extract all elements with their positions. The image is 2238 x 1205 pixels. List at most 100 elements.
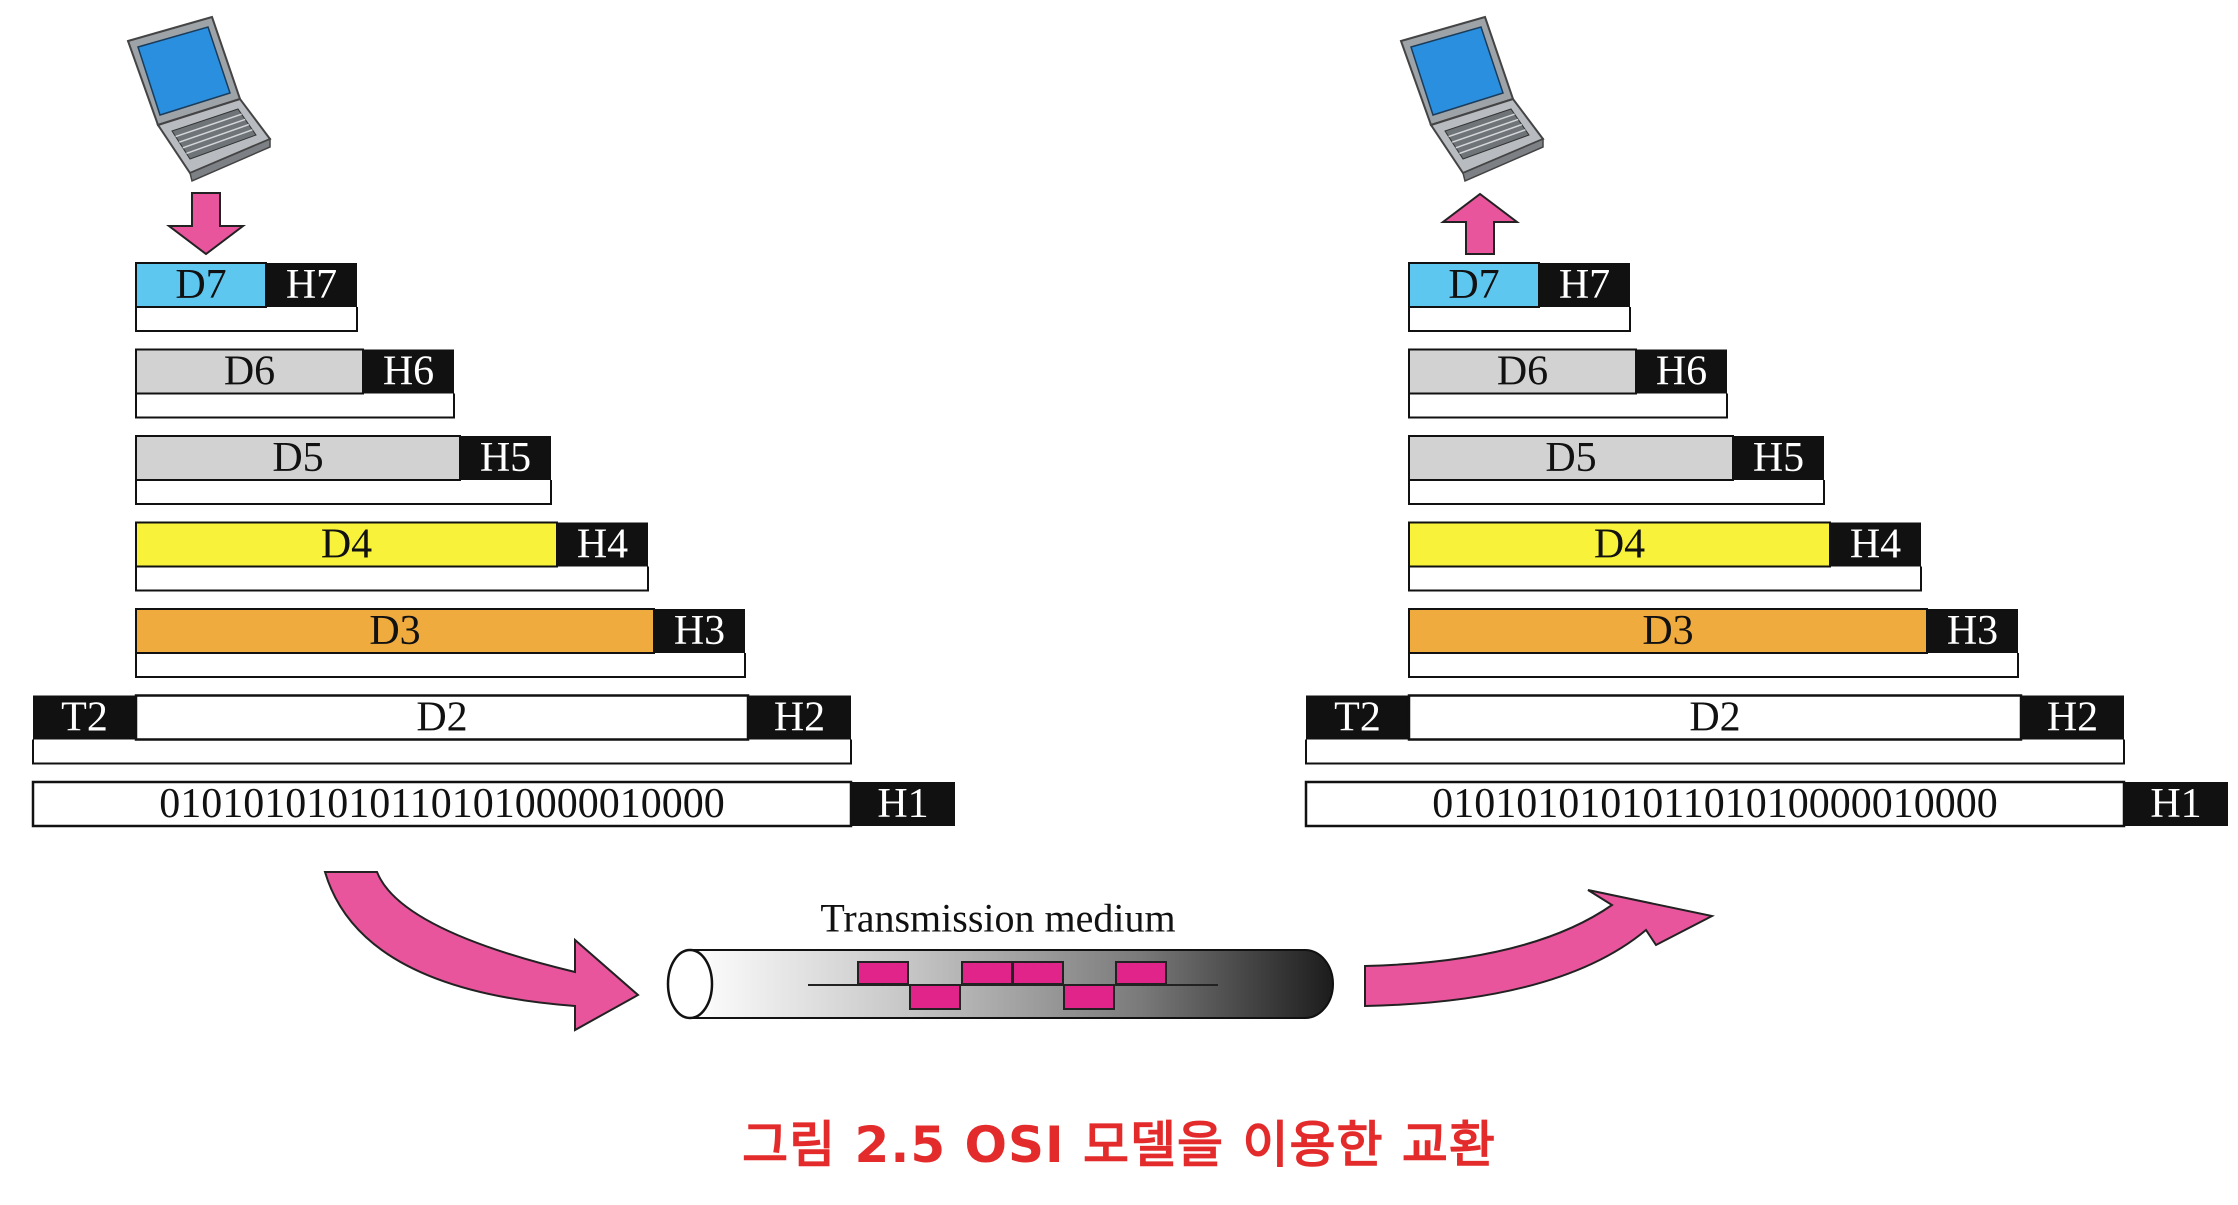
header-block-h7 xyxy=(266,263,357,307)
header-block-h2 xyxy=(748,695,851,740)
bit-stream-block xyxy=(1304,780,2126,828)
laptop-key-row xyxy=(1448,113,1515,138)
header-block-h6 xyxy=(363,349,454,394)
header-block-h2 xyxy=(2021,695,2124,740)
data-label-d5: D5 xyxy=(272,435,323,481)
data-block-d7 xyxy=(1408,262,1540,308)
transmission-medium: Transmission medium xyxy=(666,896,1334,1020)
signal-pulse xyxy=(1115,961,1167,985)
data-block-d4 xyxy=(1408,521,1831,568)
down-arrow-icon xyxy=(166,192,246,256)
data-block-d3 xyxy=(1408,608,1928,654)
laptop-edge xyxy=(1462,137,1544,183)
data-label-d2: D2 xyxy=(416,695,467,741)
signal-pulse xyxy=(1012,961,1064,985)
data-block-d4 xyxy=(135,521,558,568)
laptop-edge xyxy=(189,137,271,183)
data-block-d6 xyxy=(1408,348,1637,395)
header-label-h7: H7 xyxy=(1559,262,1610,308)
header-block-h4 xyxy=(557,522,648,567)
header-label-h2: H2 xyxy=(774,695,825,741)
data-label-d5: D5 xyxy=(1545,435,1596,481)
laptop-key-row xyxy=(175,113,242,138)
trailer-block-t2 xyxy=(1306,695,1409,740)
flow-arrows xyxy=(166,192,1715,1032)
medium-label: Transmission medium xyxy=(820,896,1175,941)
data-label-d4: D4 xyxy=(1594,522,1645,568)
encapsulation-bracket xyxy=(135,393,455,419)
encapsulation-bracket xyxy=(135,480,552,505)
data-label-d4: D4 xyxy=(321,522,372,568)
header-block-h4 xyxy=(1830,522,1921,567)
laptop-key-row xyxy=(1455,123,1523,149)
header-block-h6 xyxy=(1636,349,1727,394)
encapsulation-bracket xyxy=(135,566,649,592)
header-label-h3: H3 xyxy=(674,608,725,654)
laptop-screen xyxy=(1410,26,1504,116)
encapsulation-bracket xyxy=(135,653,746,678)
header-block-h3 xyxy=(1927,609,2018,653)
sender-laptop-icon xyxy=(126,15,272,183)
data-label-d6: D6 xyxy=(224,349,275,395)
encapsulation-bracket xyxy=(1408,653,2019,678)
trailer-label-t2: T2 xyxy=(61,695,108,741)
signal-pulse xyxy=(1063,984,1115,1010)
data-block-d3 xyxy=(135,608,655,654)
header-label-h3: H3 xyxy=(1947,608,1998,654)
bit-stream-label: 010101010101101010000010000 xyxy=(159,781,724,827)
signal-pulse xyxy=(909,984,961,1010)
header-label-h1: H1 xyxy=(877,781,928,827)
data-label-d7: D7 xyxy=(175,262,226,308)
data-block-d6 xyxy=(135,348,364,395)
data-label-d3: D3 xyxy=(1642,608,1693,654)
encapsulation-bracket xyxy=(1408,307,1631,332)
medium-tube-end xyxy=(666,948,714,1020)
laptop-key-row xyxy=(182,123,250,149)
data-block-d2 xyxy=(1407,694,2023,741)
figure-caption: 그림 2.5 OSI 모델을 이용한 교환 xyxy=(742,1116,1496,1174)
signal-pulse xyxy=(961,961,1013,985)
encapsulation-bracket xyxy=(1305,739,2125,765)
encapsulation-bracket xyxy=(32,739,852,765)
header-block-h3 xyxy=(654,609,745,653)
header-label-h6: H6 xyxy=(383,349,434,395)
receiver-laptop-icon xyxy=(1399,15,1545,183)
encapsulation-bracket xyxy=(1408,393,1728,419)
header-label-h4: H4 xyxy=(577,522,628,568)
data-label-d6: D6 xyxy=(1497,349,1548,395)
trailer-block-t2 xyxy=(33,695,136,740)
laptop-key-row xyxy=(186,129,253,155)
laptop-key-row xyxy=(1451,118,1519,143)
header-label-h1: H1 xyxy=(2150,781,2201,827)
header-label-h7: H7 xyxy=(286,262,337,308)
header-block-h5 xyxy=(1733,436,1824,480)
data-block-d2 xyxy=(134,694,750,741)
header-block-h1 xyxy=(2124,782,2228,826)
laptop-keyboard xyxy=(171,108,257,160)
signal-pulse xyxy=(857,961,909,985)
encapsulation-bracket xyxy=(1408,480,1825,505)
data-label-d3: D3 xyxy=(369,608,420,654)
curved-arrow-from-medium xyxy=(1364,889,1715,1008)
laptop-key-row xyxy=(1459,129,1526,155)
laptop-screen xyxy=(137,26,231,116)
laptop-key-row xyxy=(178,118,246,143)
laptop-keyboard xyxy=(1444,108,1530,160)
data-block-d7 xyxy=(135,262,267,308)
trailer-label-t2: T2 xyxy=(1334,695,1381,741)
header-block-h1 xyxy=(851,782,955,826)
header-label-h5: H5 xyxy=(480,435,531,481)
header-label-h2: H2 xyxy=(2047,695,2098,741)
curved-arrow-to-medium xyxy=(323,871,640,1032)
up-arrow-icon xyxy=(1440,192,1520,255)
header-label-h5: H5 xyxy=(1753,435,1804,481)
header-label-h4: H4 xyxy=(1850,522,1901,568)
encapsulation-bracket xyxy=(1408,566,1922,592)
data-label-d7: D7 xyxy=(1448,262,1499,308)
header-block-h5 xyxy=(460,436,551,480)
header-block-h7 xyxy=(1539,263,1630,307)
bit-stream-label: 010101010101101010000010000 xyxy=(1432,781,1997,827)
